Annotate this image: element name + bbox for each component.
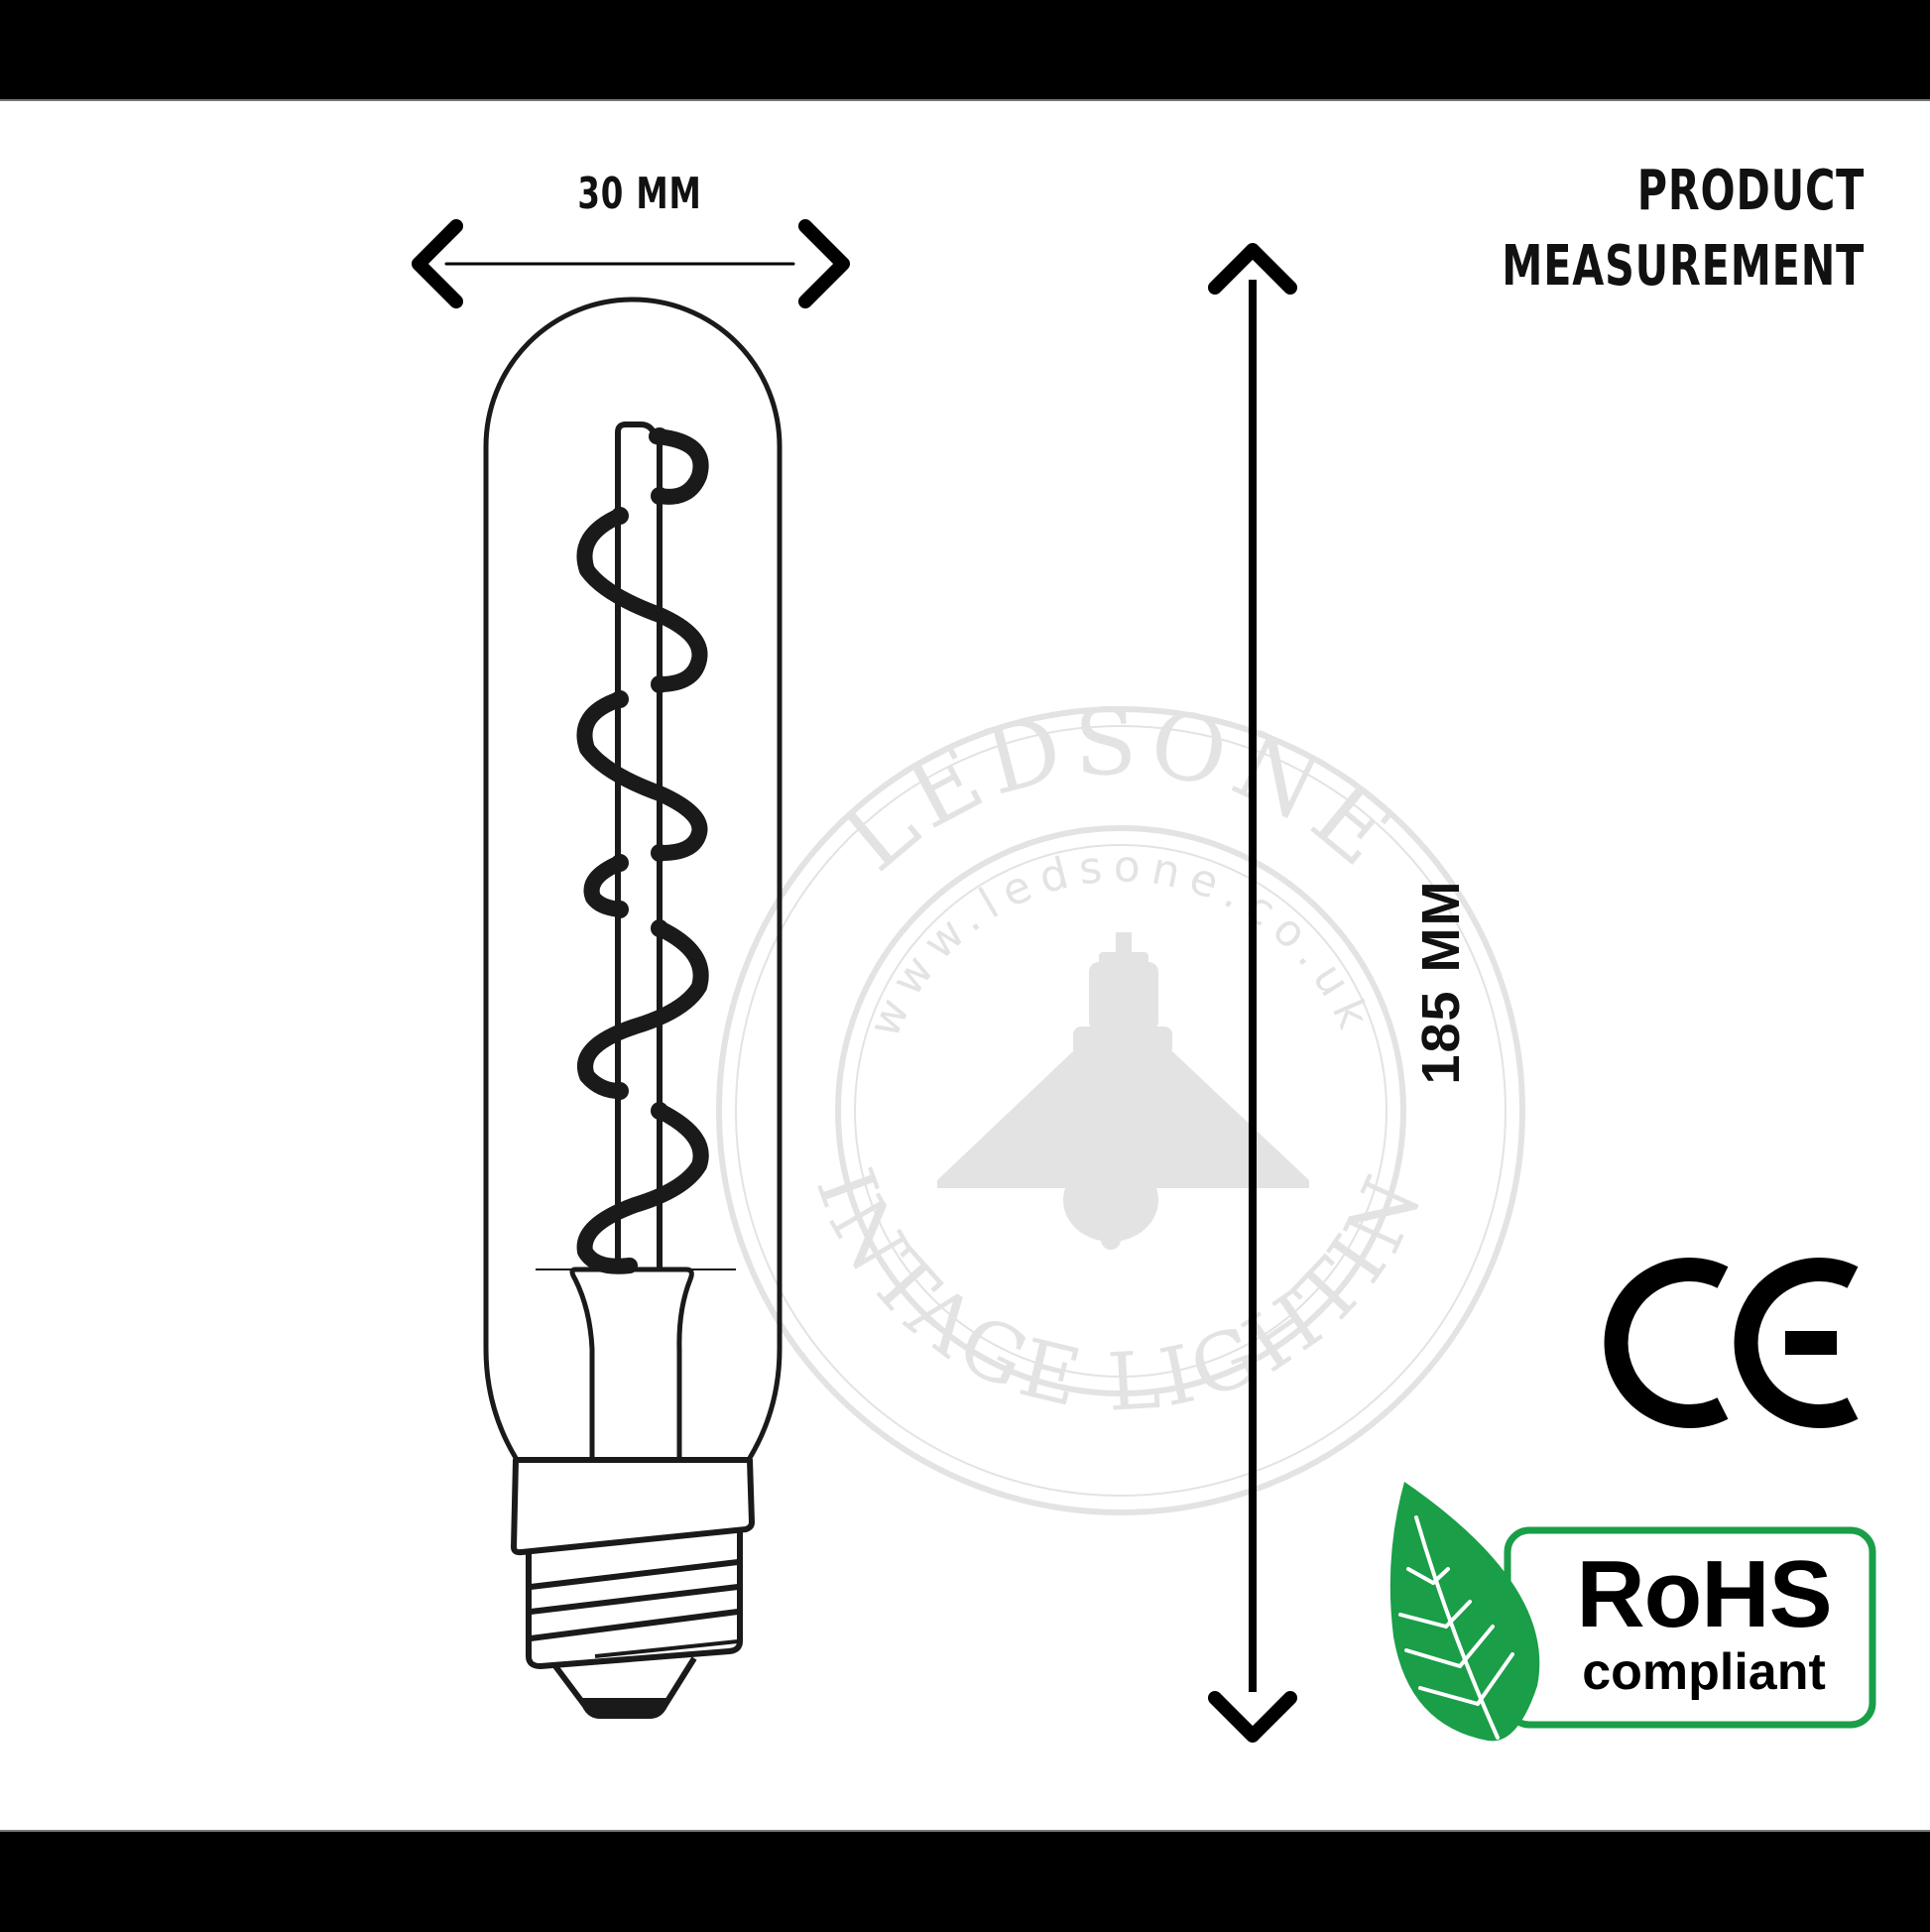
title-line-1: PRODUCT xyxy=(1636,159,1865,223)
rohs-subtitle: compliant xyxy=(1582,1643,1826,1701)
ledsone-watermark: LEDSONE www.ledsone.co.uk VINTAGE LIGHTI… xyxy=(0,0,1525,1515)
page-title: PRODUCT MEASUREMENT xyxy=(1502,154,1865,304)
double-vertical-arrow-icon xyxy=(1208,243,1297,1743)
height-dimension-label: 185 MM xyxy=(1411,879,1471,1085)
width-dimension-label: 30 MM xyxy=(577,169,702,219)
title-line-2: MEASUREMENT xyxy=(1502,234,1865,299)
ce-mark-icon xyxy=(1604,1258,1859,1428)
bulb-illustration xyxy=(483,297,783,1719)
bottom-frame-bar xyxy=(0,1830,1930,1932)
top-frame-bar xyxy=(0,0,1930,101)
leaf-icon xyxy=(1389,1482,1540,1742)
rohs-title: RoHS xyxy=(1576,1541,1832,1647)
rohs-text: RoHS compliant xyxy=(1565,1541,1843,1701)
rohs-badge xyxy=(1389,1482,1876,1742)
pendant-lamp-icon xyxy=(937,932,1309,1250)
spiral-filament xyxy=(576,428,709,1274)
double-horizontal-arrow-icon xyxy=(412,219,850,308)
